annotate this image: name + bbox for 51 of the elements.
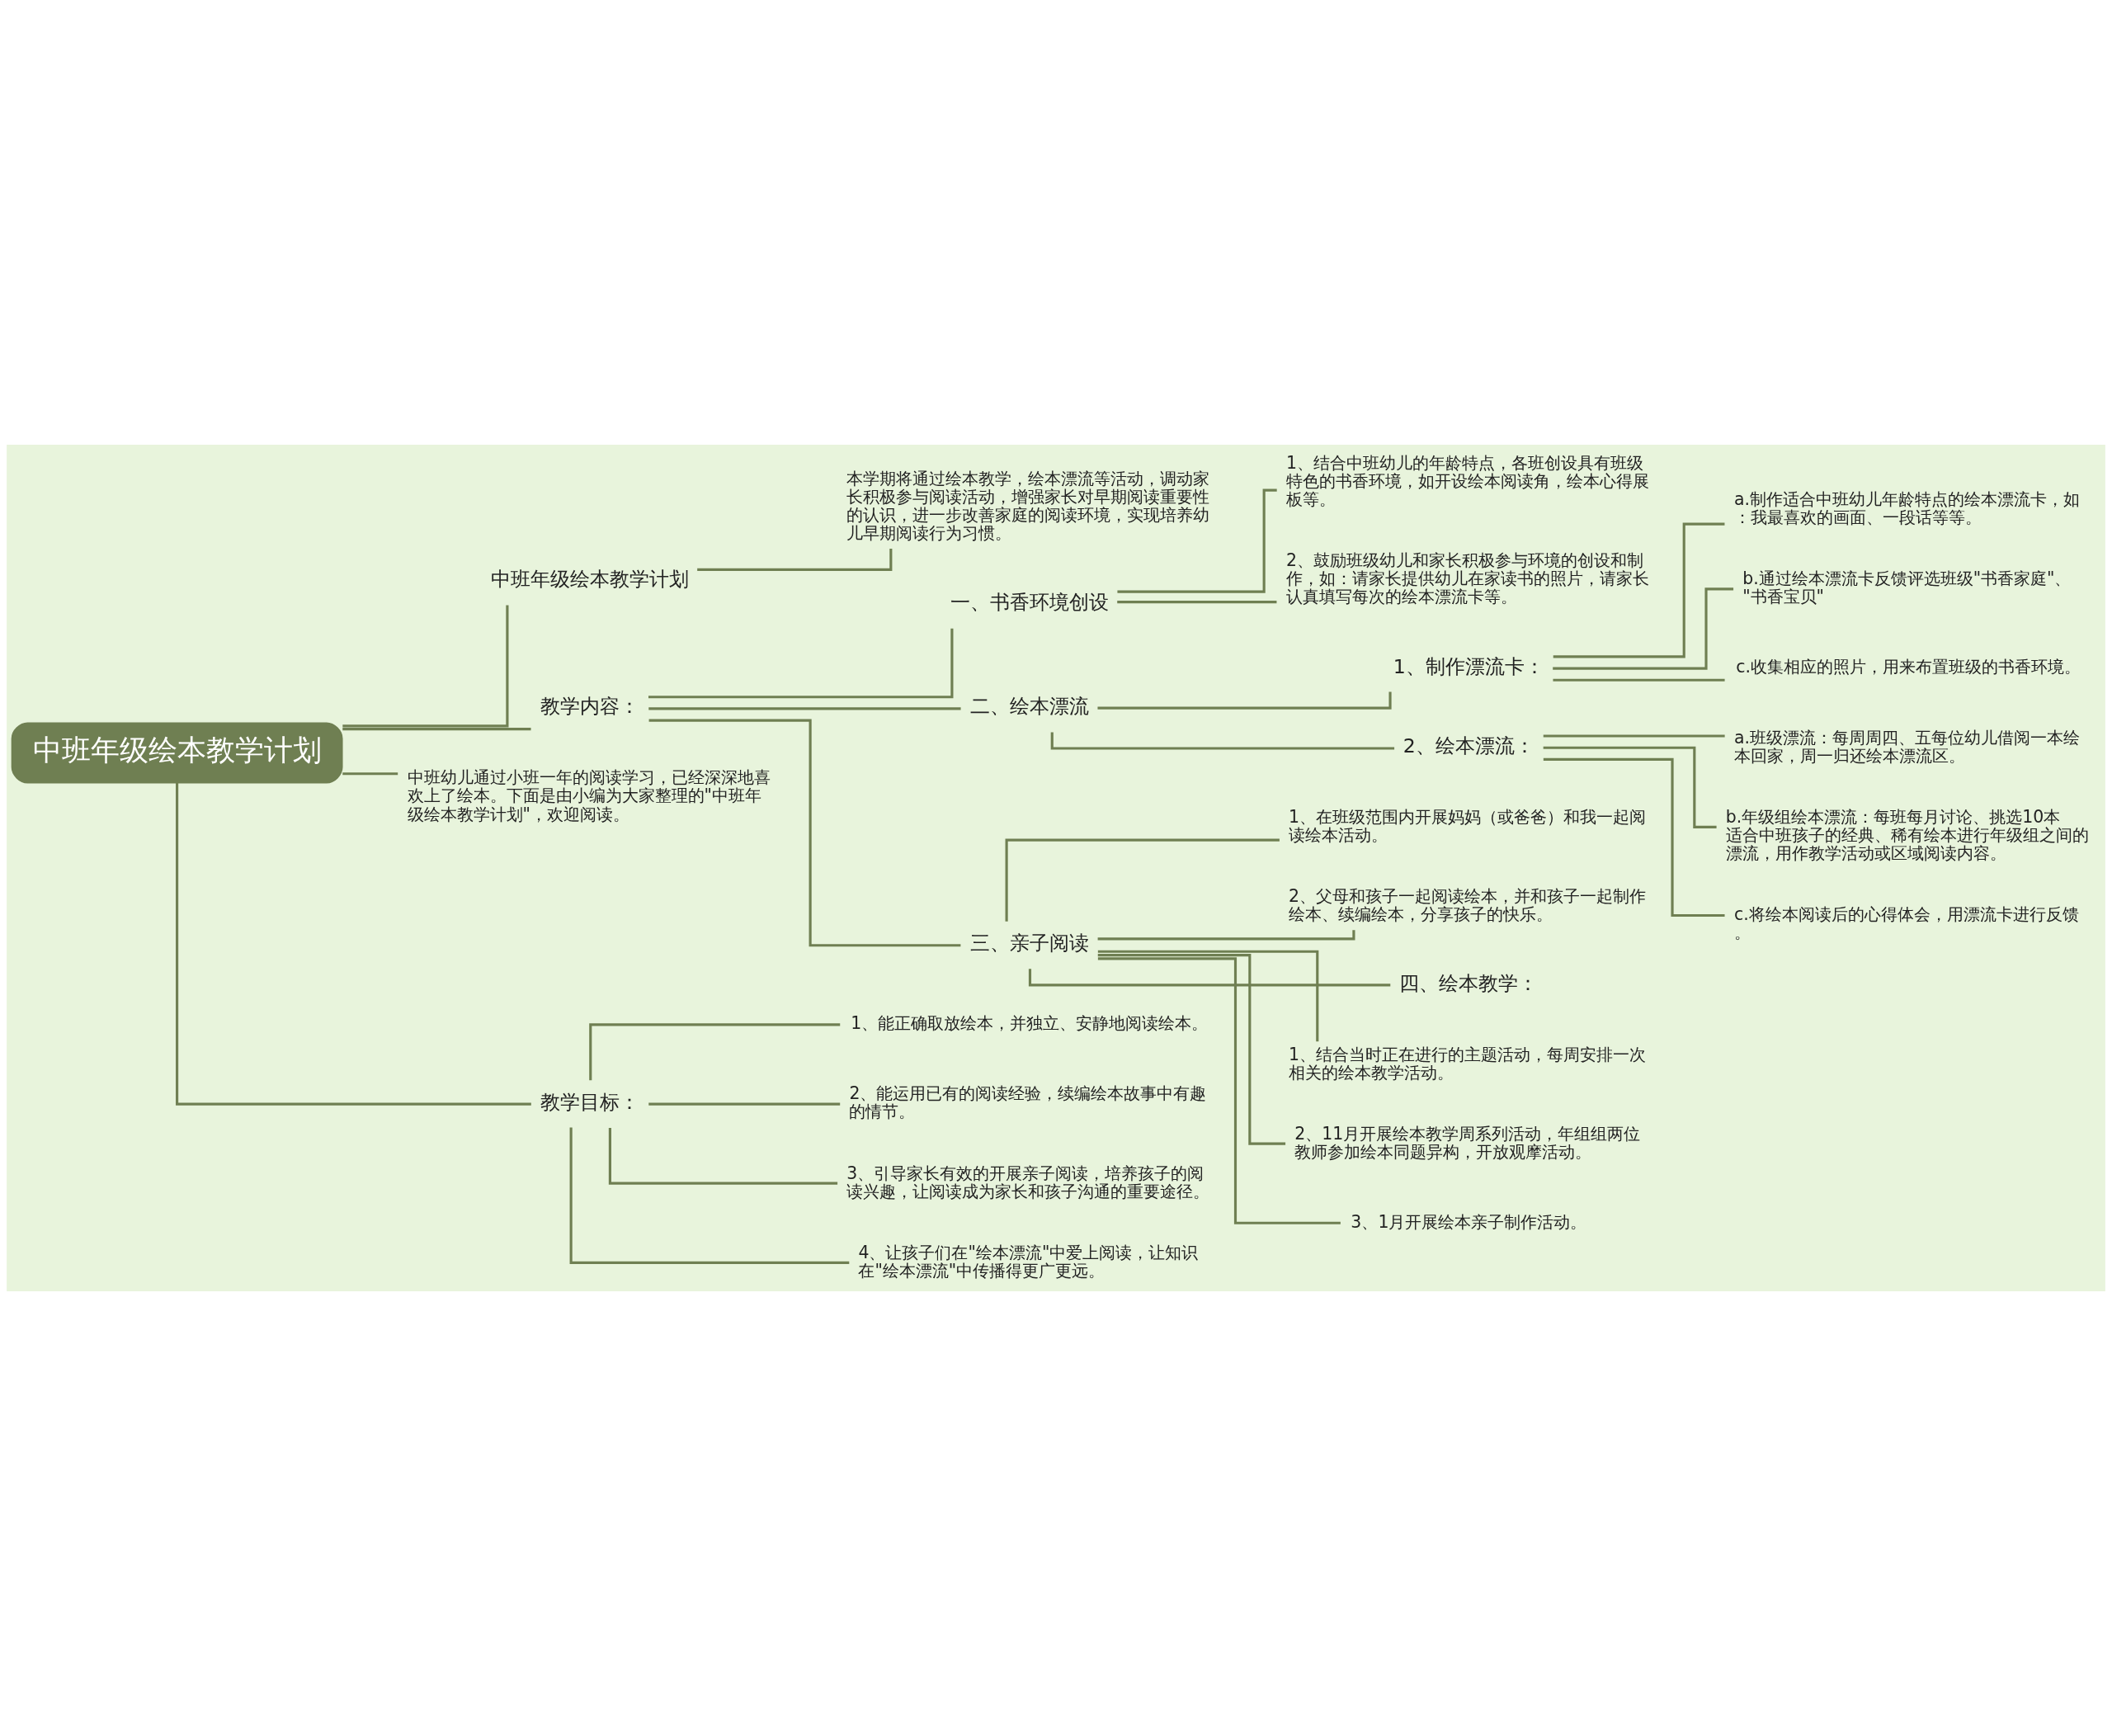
node-text: 一、书香环境创设 (950, 591, 1109, 615)
node-text: 3、1月开展绘本亲子制作活动。 (1351, 1212, 1587, 1233)
connector (342, 728, 531, 731)
node-text: 1、结合当时正在进行的主题活动，每周安排一次相关的绘本教学活动。 (1289, 1045, 1647, 1083)
connector (608, 1127, 838, 1185)
node-text: 本学期将通过绘本教学，绘本漂流等活动，调动家长积极参与阅读活动，增强家长对早期阅读重要性的认识，进一步改善家庭的阅读环境，实现培养幼儿早期阅读行为习惯。 (846, 468, 1210, 544)
connector (589, 1023, 841, 1081)
node-text: a.班级漂流：每周周四、五每位幼儿借阅一本绘本回家，周一归还绘本漂流区。 (1733, 727, 2080, 766)
node-text: 1、在班级范围内开展妈妈（或爸爸）和我一起阅读绘本活动。 (1289, 806, 1647, 845)
connector (648, 719, 961, 947)
connector (1097, 950, 1319, 1042)
connector (342, 772, 398, 776)
node-text: 中班年级绘本教学计划 (490, 568, 689, 591)
node-text: 2、11月开展绘本教学周系列活动，年组组两位教师参加绘本同题异构，开放观摩活动。 (1294, 1124, 1641, 1163)
node-text: 1、能正确取放绘本，并独立、安静地阅读绘本。 (851, 1013, 1209, 1034)
node-text: 四、绘本教学： (1399, 972, 1539, 996)
node-box: 中班年级绘本教学计划 (11, 722, 343, 784)
node-text: 中班幼儿通过小班一年的阅读学习，已经深深地喜欢上了绘本。下面是由小编为大家整理的"中班年级绘本教学计划"，欢迎阅读。 (407, 767, 771, 824)
node-text: 1、结合中班幼儿的年龄特点，各班创设具有班级特色的书香环境，如开设绘本阅读角，绘本心得展板等。 (1285, 453, 1649, 510)
node-text: 1、制作漂流卡： (1393, 654, 1544, 678)
connector (1097, 957, 1341, 1224)
connector (1543, 746, 1717, 828)
node-text: c.将绘本阅读后的心得体会，用漂流卡进行反馈。 (1733, 903, 2079, 942)
node-text: 二、绘本漂流 (969, 695, 1089, 719)
node-text: 2、鼓励班级幼儿和家长积极参与环境的创设和制作，如：请家长提供幼儿在家读书的照片，请家长认真填写每次的绘本漂流卡等。 (1285, 550, 1649, 607)
node-text: b.年级组绘本漂流：每班每月讨论、挑选10本适合中班孩子的经典、稀有绘本进行年级组之间的漂流，用作教学活动或区域阅读内容。 (1725, 806, 2089, 863)
connector (1005, 838, 1280, 922)
connector (176, 782, 531, 1106)
connector (1097, 930, 1355, 941)
node-text: 4、让孩子们在"绘本漂流"中爱上阅读，让知识在"绘本漂流"中传播得更广更远。 (858, 1242, 1199, 1281)
node-text: c.收集相应的照片，用来布置班级的书香环境。 (1736, 657, 2081, 677)
node-text: 教学内容： (540, 695, 639, 719)
connector (1553, 678, 1725, 682)
node-text: 教学目标： (540, 1090, 639, 1114)
connector (1097, 954, 1286, 1145)
connector (1543, 757, 1725, 918)
node-text: 2、父母和孩子一起阅读绘本，并和孩子一起制作绘本、续编绘本，分享孩子的快乐。 (1289, 885, 1647, 924)
connector (648, 707, 961, 710)
connector (648, 628, 954, 699)
node-text: 2、绘本漂流： (1402, 734, 1534, 757)
node-text: 2、能运用已有的阅读经验，续编绘本故事中有趣的情节。 (849, 1083, 1207, 1122)
connector (648, 1102, 841, 1106)
connector (1543, 734, 1725, 738)
node-text: 3、引导家长有效的开展亲子阅读，培养孩子的阅读兴趣，让阅读成为家长和孩子沟通的重要途径。 (846, 1163, 1210, 1201)
connector (569, 1127, 850, 1264)
node-text: a.制作适合中班幼儿年龄特点的绘本漂流卡，如：我最喜欢的画面、一段话等等。 (1733, 489, 2080, 528)
connector (1117, 601, 1277, 604)
connector (1553, 522, 1725, 658)
node-text: b.通过绘本漂流卡反馈评选班级"书香家庭"、"书香宝贝" (1742, 568, 2072, 607)
node-text: 三、亲子阅读 (969, 932, 1089, 955)
connector (342, 605, 509, 728)
